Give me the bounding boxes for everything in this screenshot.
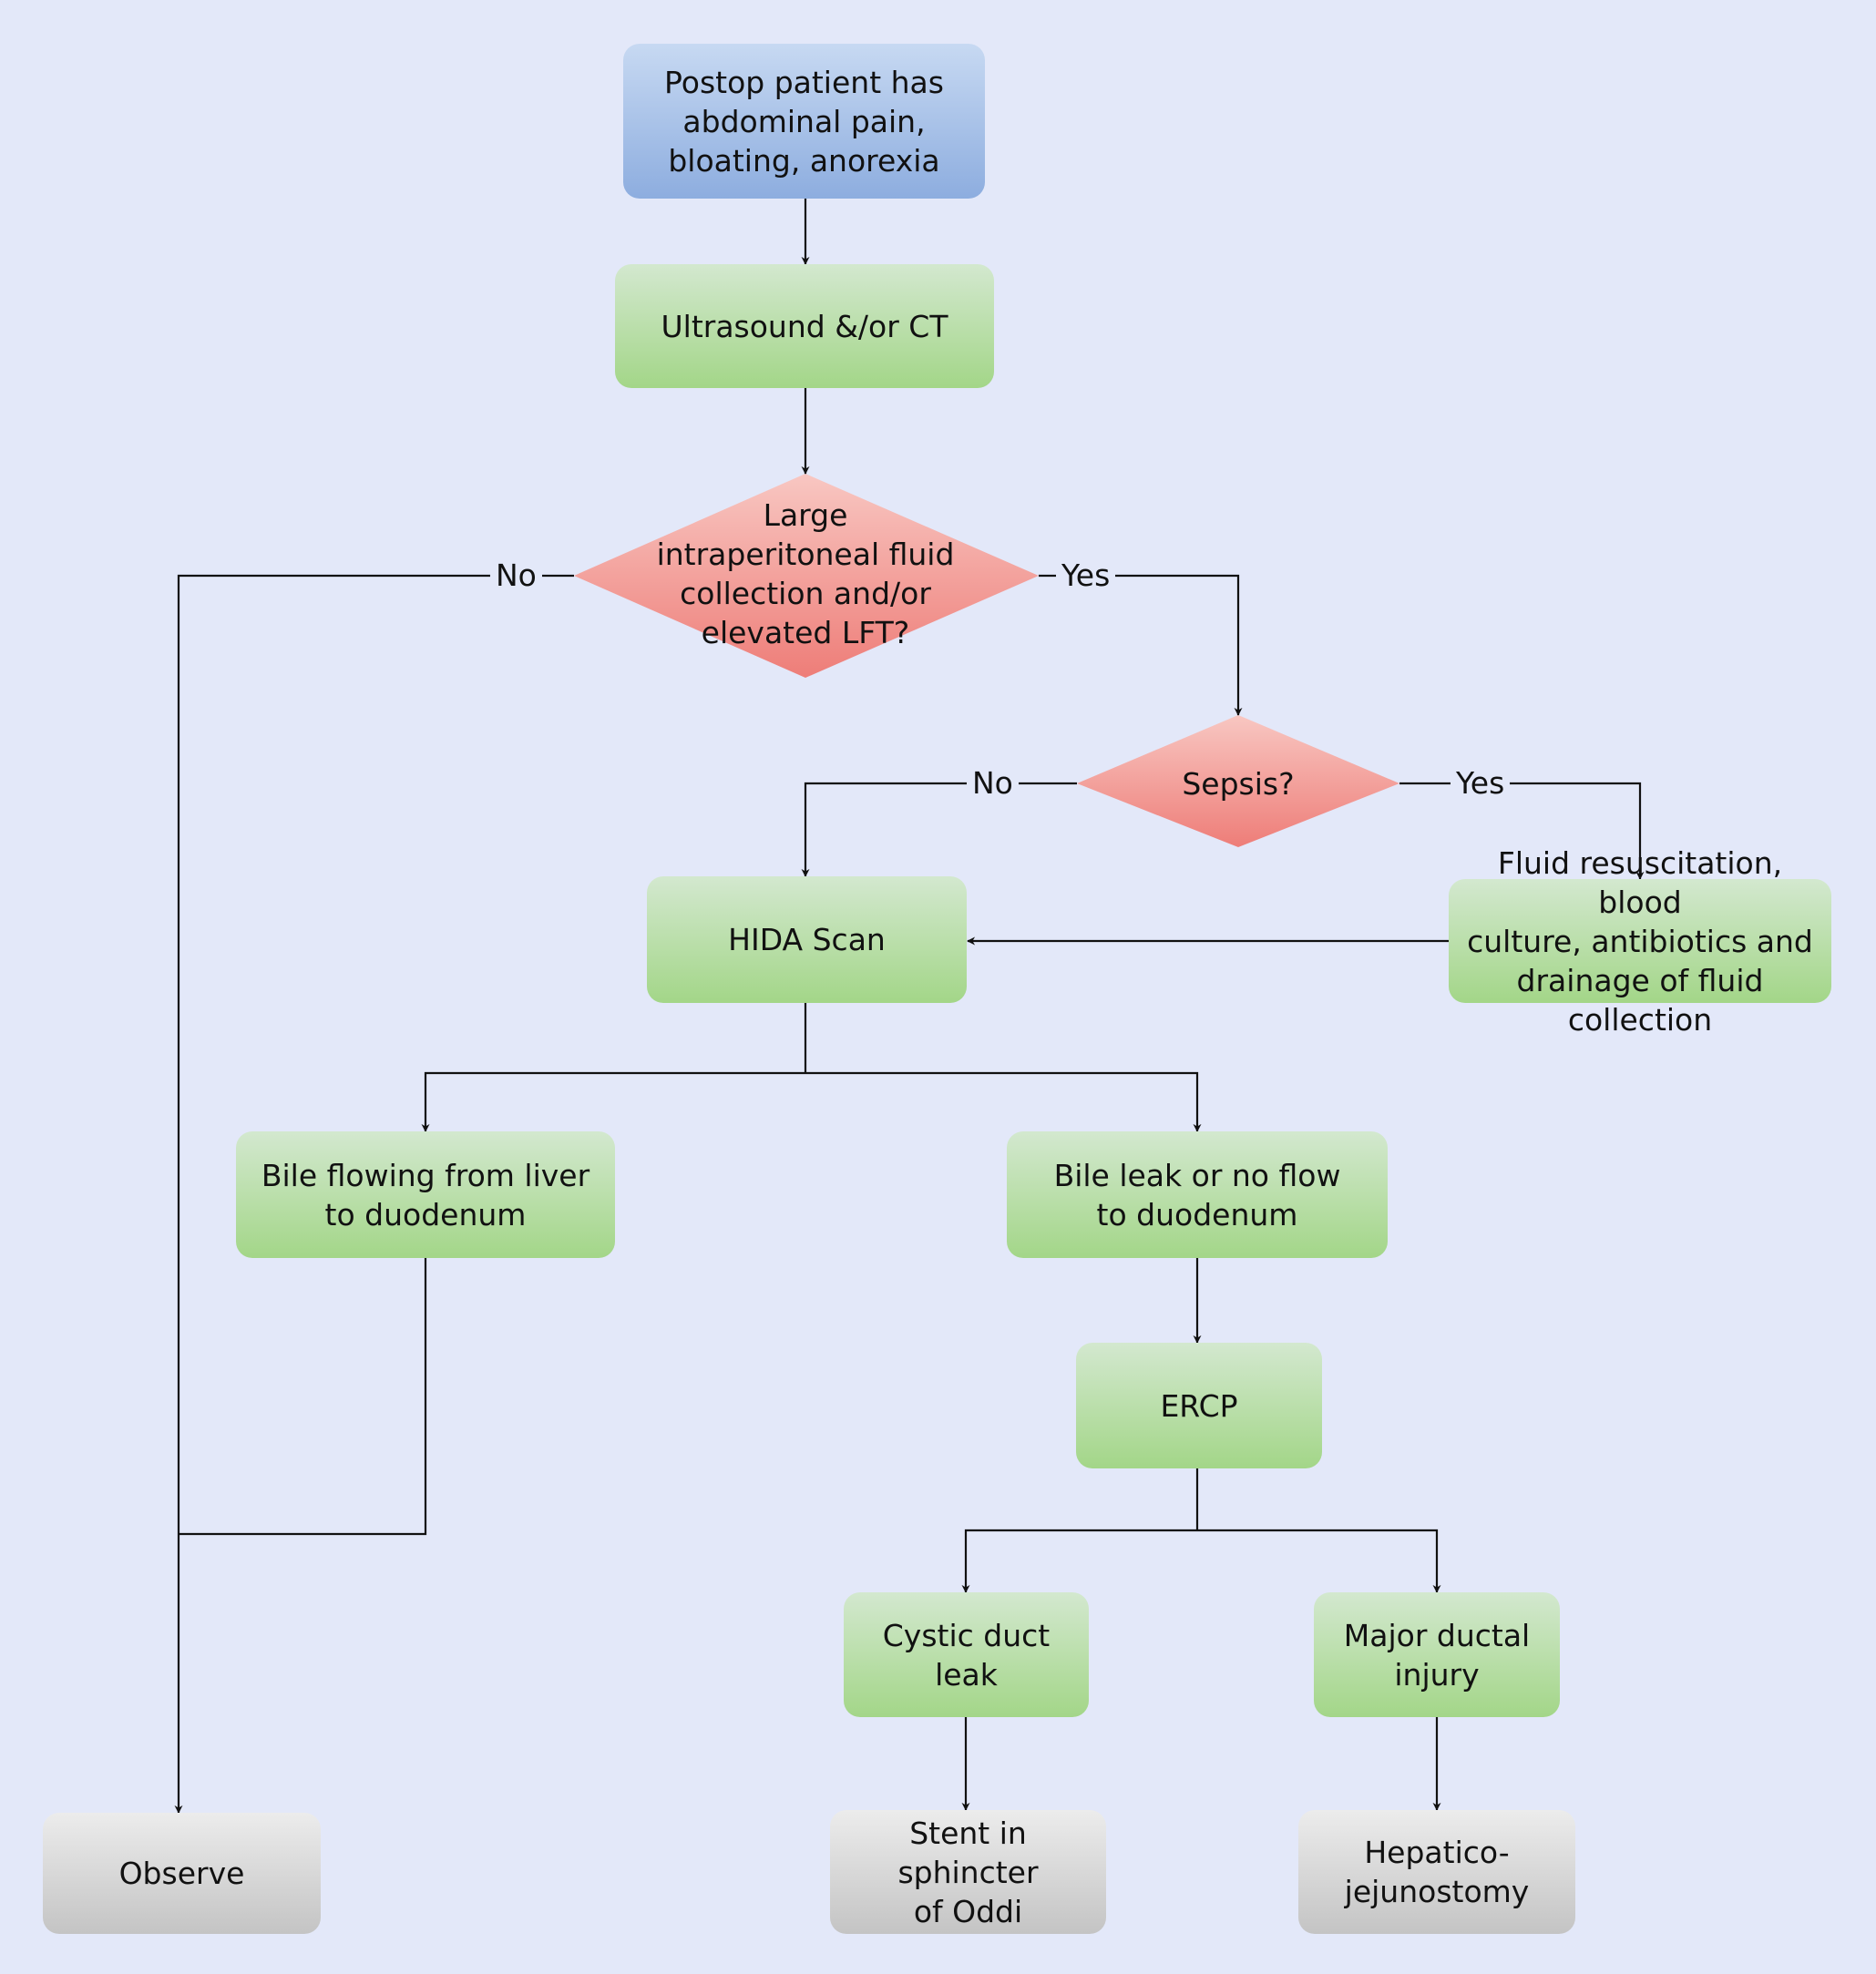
node-observe: Observe [43, 1813, 321, 1934]
decision-sepsis-label: Sepsis? [1139, 762, 1338, 805]
node-hepatico: Hepatico- jejunostomy [1298, 1810, 1575, 1934]
edge-fluid-yes [1039, 574, 1243, 716]
node-major-text: Major ductal injury [1343, 1617, 1531, 1693]
decision-sepsis-text: Sepsis? [1182, 765, 1295, 802]
decision-fluid-text: Large intraperitoneal fluid collection a… [656, 497, 955, 650]
node-stent-text: Stent in sphincter of Oddi [897, 1815, 1039, 1929]
edge-hida-bile-flowing [421, 1071, 805, 1132]
node-cystic-text: Cystic duct leak [882, 1617, 1051, 1693]
node-hepatico-text: Hepatico- jejunostomy [1344, 1835, 1530, 1909]
decision-fluid-label: Large intraperitoneal fluid collection a… [638, 492, 973, 656]
edge-fluid-no [174, 574, 574, 1814]
node-hida-text: HIDA Scan [728, 922, 886, 957]
edge-sepsis-no [801, 782, 1077, 877]
node-bile-flowing-text: Bile flowing from liver to duodenum [261, 1157, 590, 1232]
node-bile-leak: Bile leak or no flow to duodenum [1007, 1131, 1388, 1258]
node-resuscitation-text: Fluid resuscitation, blood culture, anti… [1467, 844, 1813, 1038]
node-bile-leak-text: Bile leak or no flow to duodenum [1053, 1157, 1341, 1232]
edge-label-sepsis-no: No [967, 765, 1019, 802]
node-stent: Stent in sphincter of Oddi [830, 1810, 1106, 1934]
node-imaging: Ultrasound &/or CT [615, 264, 994, 388]
edge-hida-bile-leak [805, 1071, 1202, 1132]
node-resuscitation: Fluid resuscitation, blood culture, anti… [1449, 845, 1831, 1038]
node-bile-flowing: Bile flowing from liver to duodenum [236, 1131, 615, 1258]
node-start-text: Postop patient has abdominal pain, bloat… [664, 64, 944, 179]
edge-label-sepsis-yes: Yes [1451, 765, 1511, 802]
node-observe-text: Observe [118, 1856, 245, 1891]
node-ercp-text: ERCP [1160, 1387, 1238, 1424]
edge-ercp-cystic [961, 1529, 1197, 1593]
decision-fluid-shape [574, 474, 1039, 678]
node-ercp: ERCP [1076, 1343, 1322, 1468]
decision-sepsis-shape [1077, 715, 1399, 847]
edge-label-fluid-no: No [490, 557, 542, 594]
node-cystic: Cystic duct leak [844, 1592, 1089, 1717]
edge-ercp-major [1197, 1529, 1441, 1593]
node-major: Major ductal injury [1314, 1592, 1560, 1717]
edge-bile-flowing-observe [179, 1258, 427, 1536]
node-imaging-text: Ultrasound &/or CT [661, 308, 948, 344]
node-hida: HIDA Scan [647, 876, 967, 1003]
node-start: Postop patient has abdominal pain, bloat… [623, 44, 985, 199]
edge-label-fluid-yes: Yes [1056, 557, 1116, 594]
